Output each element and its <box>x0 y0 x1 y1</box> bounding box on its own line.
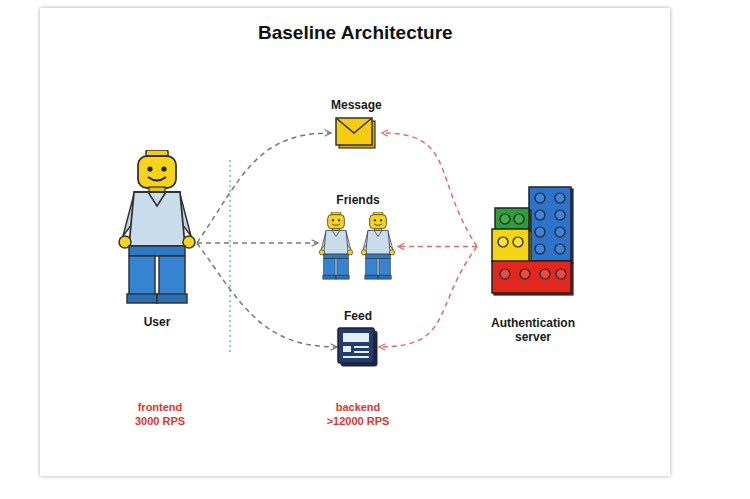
diagram-title: Baseline Architecture <box>258 22 453 44</box>
lego-bricks <box>491 186 575 296</box>
feed-icon <box>337 327 379 367</box>
throughput-label: backend >12000 RPS <box>317 400 399 428</box>
friends-figures <box>318 212 398 280</box>
dashed-connector <box>197 133 331 243</box>
dashed-connector <box>382 133 477 247</box>
node-label: Feed <box>344 309 372 323</box>
node-label: User <box>144 315 171 329</box>
user-figure <box>117 150 197 305</box>
dashed-connector <box>398 246 477 248</box>
icon-node: Authentication server <box>477 186 589 344</box>
throughput-label: frontend 3000 RPS <box>124 400 196 428</box>
icon-node: Message <box>331 98 382 150</box>
frontend-backend-divider <box>229 160 231 355</box>
envelope-icon <box>335 116 377 150</box>
node-label: Message <box>331 98 382 112</box>
icon-node: User <box>117 150 197 329</box>
icon-node: Feed <box>337 309 379 367</box>
dashed-connector <box>197 242 318 244</box>
node-label: Authentication server <box>477 316 589 344</box>
node-label: Friends <box>336 193 379 207</box>
icon-node: Friends <box>318 193 398 280</box>
dashed-connector <box>379 247 477 348</box>
dashed-connector <box>197 243 337 347</box>
